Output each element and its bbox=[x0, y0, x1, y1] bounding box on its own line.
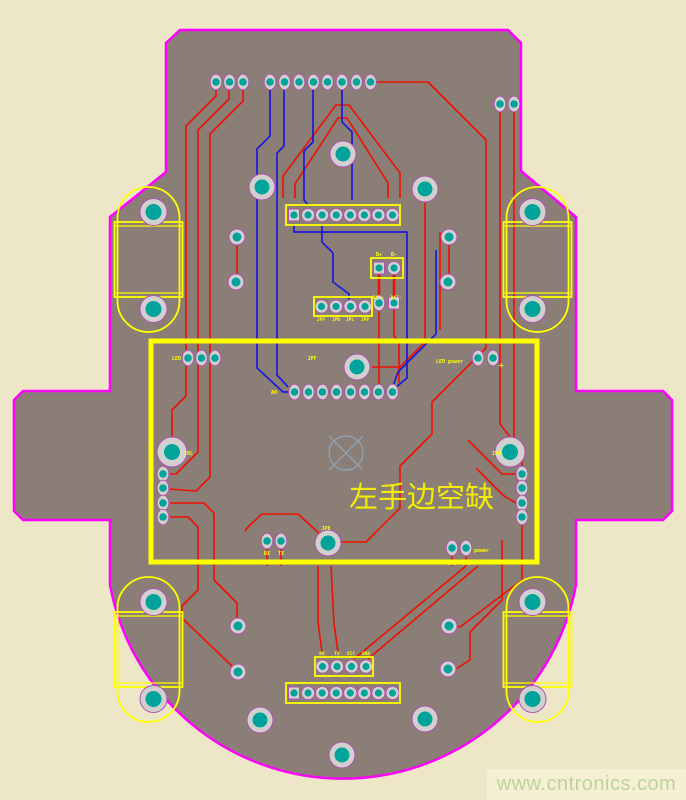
watermark: www.cntronics.com bbox=[487, 769, 686, 800]
label-jumper-3: JPL bbox=[346, 317, 354, 323]
connector-outline bbox=[285, 204, 401, 226]
label-b-plus: B+ bbox=[376, 252, 382, 258]
label-led-power: LED power bbox=[436, 359, 463, 365]
label-jp8: JP8 bbox=[321, 526, 330, 532]
label-plus: + bbox=[499, 361, 504, 370]
label-serial-vcc: VCC bbox=[347, 651, 355, 657]
highlight-rectangle bbox=[148, 338, 540, 565]
label-vcc: VCC bbox=[447, 561, 456, 567]
connector-outlines bbox=[285, 204, 404, 704]
label-jumper-1: JPF bbox=[317, 317, 325, 323]
label-bat-plus: BAT+ bbox=[373, 295, 384, 301]
label-led: LED bbox=[172, 356, 181, 362]
label-serial-tx: TX bbox=[334, 651, 340, 657]
label-bat-minus: BAT- bbox=[391, 295, 402, 301]
connector-outline bbox=[313, 296, 373, 317]
pads bbox=[139, 73, 547, 769]
label-rx: RX bbox=[264, 551, 270, 557]
label-serial-rx: RX bbox=[319, 651, 325, 657]
copper-traces bbox=[169, 81, 523, 670]
label-ir-right: IRR bbox=[492, 451, 502, 457]
silk-labels: LED JPF A0 LED power + IRL IRR JP8 RX TX… bbox=[172, 252, 504, 657]
mount-bracket bbox=[116, 186, 181, 333]
label-gnd: GND bbox=[461, 561, 470, 567]
connector-outline bbox=[314, 656, 374, 677]
label-serial-gnd: GND bbox=[362, 651, 370, 657]
connector-outline bbox=[370, 257, 404, 279]
label-b-minus: B- bbox=[391, 252, 397, 258]
label-jpf: JPF bbox=[307, 356, 316, 362]
mount-bracket bbox=[116, 576, 181, 723]
mount-bracket bbox=[505, 576, 570, 723]
label-tx: TX bbox=[278, 551, 284, 557]
mount-bracket bbox=[505, 186, 570, 333]
label-power: power bbox=[474, 548, 489, 554]
label-a0: A0 bbox=[271, 390, 277, 396]
label-jumper-4: JPP bbox=[361, 317, 369, 323]
annotation-text: 左手边空缺 bbox=[349, 480, 494, 514]
label-jumper-2: JPB bbox=[332, 317, 340, 323]
origin-marker-icon bbox=[328, 435, 364, 471]
label-ir-left: IRL bbox=[184, 451, 193, 457]
connector-outline bbox=[285, 682, 401, 704]
